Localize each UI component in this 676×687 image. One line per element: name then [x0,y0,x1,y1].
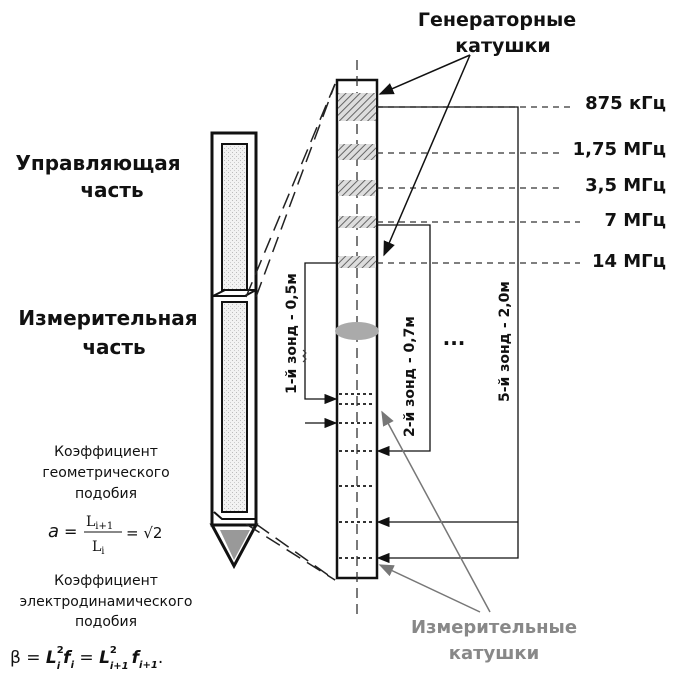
measuring-coils-title-2: катушки [449,643,539,664]
formula-a-equals: = [64,522,77,541]
formula-frac-num: Li+1 [86,514,113,532]
generator-coil-1 [338,93,376,121]
probe-1-wave [302,349,307,363]
ed-coef-line-3: подобия [75,614,137,630]
probe-1-bracket [304,262,338,405]
probe-body [209,131,259,570]
freq-875khz: 875 кГц [585,93,666,114]
probe-5-label: 5-й зонд - 2,0м [497,281,513,402]
ed-coef-line-2: электродинамического [19,594,192,610]
generator-coils [338,93,376,268]
formula-frac-den: Li [92,539,105,557]
geo-coef-line-2: геометрического [42,465,169,481]
projection-lines [245,83,336,581]
control-part-title-1: Управляющая [15,151,180,175]
probe-divider [212,289,257,297]
generator-pointers [378,54,471,257]
probes-ellipsis: ... [443,326,466,350]
measuring-pointers [378,410,491,613]
measuring-part-inner [221,301,248,513]
probe-tip-fill [220,530,250,560]
probe-2-bracket [376,224,431,457]
formula-sqrt: = √2 [126,524,162,542]
control-part-inner [221,143,248,291]
geo-coef-line-3: подобия [75,486,137,502]
measuring-coils-title-1: Измерительные [411,617,577,638]
isolator-ring [335,322,379,340]
generator-coils-title-1: Генераторные [418,9,576,31]
freq-1-75mhz: 1,75 МГц [573,139,666,160]
measuring-part-title-2: часть [82,335,145,359]
measuring-coils [339,393,375,559]
frequency-leaders [377,106,580,264]
measuring-part-title-1: Измерительная [18,306,197,330]
generator-coils-title-2: катушки [455,35,551,57]
formula-a-symbol: a [48,521,59,542]
freq-14mhz: 14 МГц [592,251,666,272]
ed-coef-line-1: Коэффициент [54,573,158,589]
generator-coil-2 [338,144,376,160]
freq-3-5mhz: 3,5 МГц [585,175,666,196]
control-part-title-2: часть [80,178,143,202]
coil-column [335,60,379,620]
generator-coil-3 [338,180,376,196]
generator-coil-4 [338,216,376,228]
probe-2-label: 2-й зонд - 0,7м [402,316,418,437]
probe-1-label: 1-й зонд - 0,5м [284,273,300,394]
freq-7mhz: 7 МГц [604,210,666,231]
geo-coef-line-1: Коэффициент [54,444,158,460]
generator-coil-5 [338,256,376,268]
